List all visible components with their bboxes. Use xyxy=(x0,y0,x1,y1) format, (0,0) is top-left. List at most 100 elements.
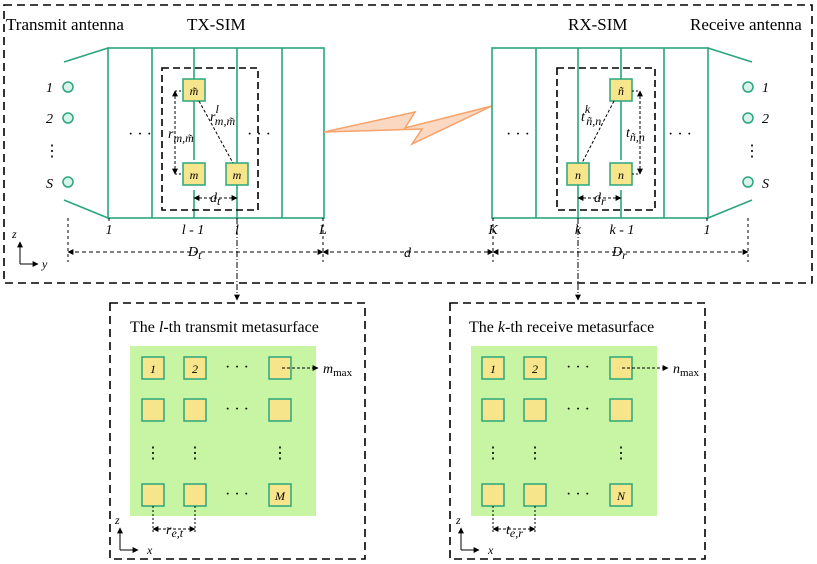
rx-cell-lower-right-label: n xyxy=(618,168,624,182)
rx-element-2-label: 2 xyxy=(532,362,538,376)
rx-element-2 xyxy=(523,356,547,380)
rx-element xyxy=(609,398,633,422)
rx-cell-upper xyxy=(609,78,633,102)
tx-element-spacing-label: re,t xyxy=(166,523,184,540)
tx-panel-axis-x: x xyxy=(146,543,153,557)
top-axis-y: y xyxy=(41,257,48,271)
d-label: d xyxy=(404,246,412,261)
tx-sim-label: TX-SIM xyxy=(187,15,246,34)
rx-metasurface-title: The k-th receive metasurface xyxy=(469,319,654,336)
tx-panel-axis-z: z xyxy=(114,513,120,527)
tx-cell-lower-left-label: m xyxy=(190,168,199,182)
rx-element-grid: 1 2 · · · · · · ⋮ ⋮ ⋮ · · · N xyxy=(481,356,633,507)
rx-element xyxy=(523,398,547,422)
tx-antenna-s xyxy=(62,176,74,188)
tx-layer-first-label: 1 xyxy=(106,223,113,238)
tx-element-2 xyxy=(183,356,207,380)
tx-row2-dots: · · · xyxy=(225,401,249,418)
rx-row4-dots: · · · xyxy=(566,486,590,503)
rx-layer-dots-left: · · · xyxy=(506,126,530,143)
tx-antenna-1-label: 1 xyxy=(46,81,53,96)
rx-antenna-vdots: ⋮ xyxy=(744,143,760,160)
rx-layer-last-label: 1 xyxy=(704,223,711,238)
rx-element-1 xyxy=(481,356,505,380)
rx-element xyxy=(523,483,547,507)
rx-row2-dots: · · · xyxy=(566,401,590,418)
rx-cell-upper-label: ñ xyxy=(618,84,624,98)
tx-cell-lower-right xyxy=(225,162,249,186)
tx-element xyxy=(141,483,165,507)
rx-antenna-s xyxy=(742,176,754,188)
tx-vertical-distance-label: rm,m̃ xyxy=(168,127,194,145)
tx-antenna-2 xyxy=(62,112,74,124)
tx-col4-vdots: ⋮ xyxy=(272,445,288,462)
tx-element xyxy=(268,398,292,422)
tx-antenna-2-label: 2 xyxy=(46,112,53,127)
tx-cell-lower-right-label: m xyxy=(233,168,242,182)
rx-nmax-label: nmax xyxy=(673,362,699,379)
rx-antenna-2 xyxy=(742,112,754,124)
rx-col1-vdots: ⋮ xyxy=(485,445,501,462)
rx-element-last-label: N xyxy=(616,489,626,503)
tx-antenna-array: 1 2 ⋮ S xyxy=(44,81,74,192)
rx-element xyxy=(481,398,505,422)
dt-label: Dt xyxy=(187,245,202,262)
rx-metasurface-frame xyxy=(449,302,706,560)
rx-element xyxy=(481,483,505,507)
transmit-antenna-label: Transmit antenna xyxy=(6,15,124,34)
tx-element-grid: 1 2 · · · · · · ⋮ ⋮ ⋮ · · · M xyxy=(141,356,292,507)
rx-layer-prev-label: k - 1 xyxy=(610,223,635,238)
rx-diagonal-link xyxy=(581,100,615,164)
tx-metasurface-frame xyxy=(109,302,366,560)
rx-cell-lower-left-label: n xyxy=(575,168,581,182)
rx-antenna-s-label: S xyxy=(762,177,769,192)
tx-cell-upper-label: m̃ xyxy=(190,84,199,98)
rx-element-1-label: 1 xyxy=(490,362,496,376)
tx-element-mmax xyxy=(268,356,292,380)
rx-element-last xyxy=(609,483,633,507)
tx-col2-vdots: ⋮ xyxy=(187,445,203,462)
tx-mmax-label: mmax xyxy=(323,362,353,379)
rx-sim-structure xyxy=(491,47,753,219)
top-axis-z: z xyxy=(11,227,17,241)
rx-spacing-label: dr xyxy=(594,191,606,208)
tx-element xyxy=(183,398,207,422)
tx-element-2-label: 2 xyxy=(192,362,198,376)
rx-antenna-1 xyxy=(742,81,754,93)
tx-sim-structure xyxy=(63,47,325,219)
tx-spacing-label: dt xyxy=(210,191,221,208)
tx-focus-box xyxy=(161,67,259,211)
tx-layer-dots-right: · · · xyxy=(247,126,271,143)
rx-cell-lower-left xyxy=(566,162,590,186)
rx-focus-box xyxy=(556,67,656,211)
tx-element-1-label: 1 xyxy=(150,362,156,376)
rx-panel-axis-x: x xyxy=(487,543,494,557)
tx-cell-lower-left xyxy=(182,162,206,186)
receive-antenna-label: Receive antenna xyxy=(690,15,802,34)
dr-label: Dr xyxy=(611,245,627,262)
tx-row4-dots: · · · xyxy=(225,486,249,503)
tx-row1-dots: · · · xyxy=(225,359,249,376)
tx-element xyxy=(183,483,207,507)
rx-col2-vdots: ⋮ xyxy=(527,445,543,462)
rx-antenna-2-label: 2 xyxy=(762,112,769,127)
rx-panel-axis-indicator xyxy=(458,527,480,553)
tx-element xyxy=(141,398,165,422)
rx-panel-axis-z: z xyxy=(455,513,461,527)
rx-element-spacing-label: te,r xyxy=(506,523,523,540)
tx-diagonal-link xyxy=(198,100,234,164)
rx-row1-dots: · · · xyxy=(566,359,590,376)
wireless-link xyxy=(323,105,493,146)
tx-layer-dots-left: · · · xyxy=(128,126,152,143)
tx-antenna-1 xyxy=(62,81,74,93)
tx-metasurface-title: The l-th transmit metasurface xyxy=(130,319,319,336)
tx-cell-upper xyxy=(182,78,206,102)
tx-antenna-s-label: S xyxy=(46,177,53,192)
rx-vertical-distance-label: tñ,n xyxy=(626,126,645,144)
system-frame xyxy=(3,4,813,284)
rx-antenna-1-label: 1 xyxy=(762,81,769,96)
tx-element-1 xyxy=(141,356,165,380)
